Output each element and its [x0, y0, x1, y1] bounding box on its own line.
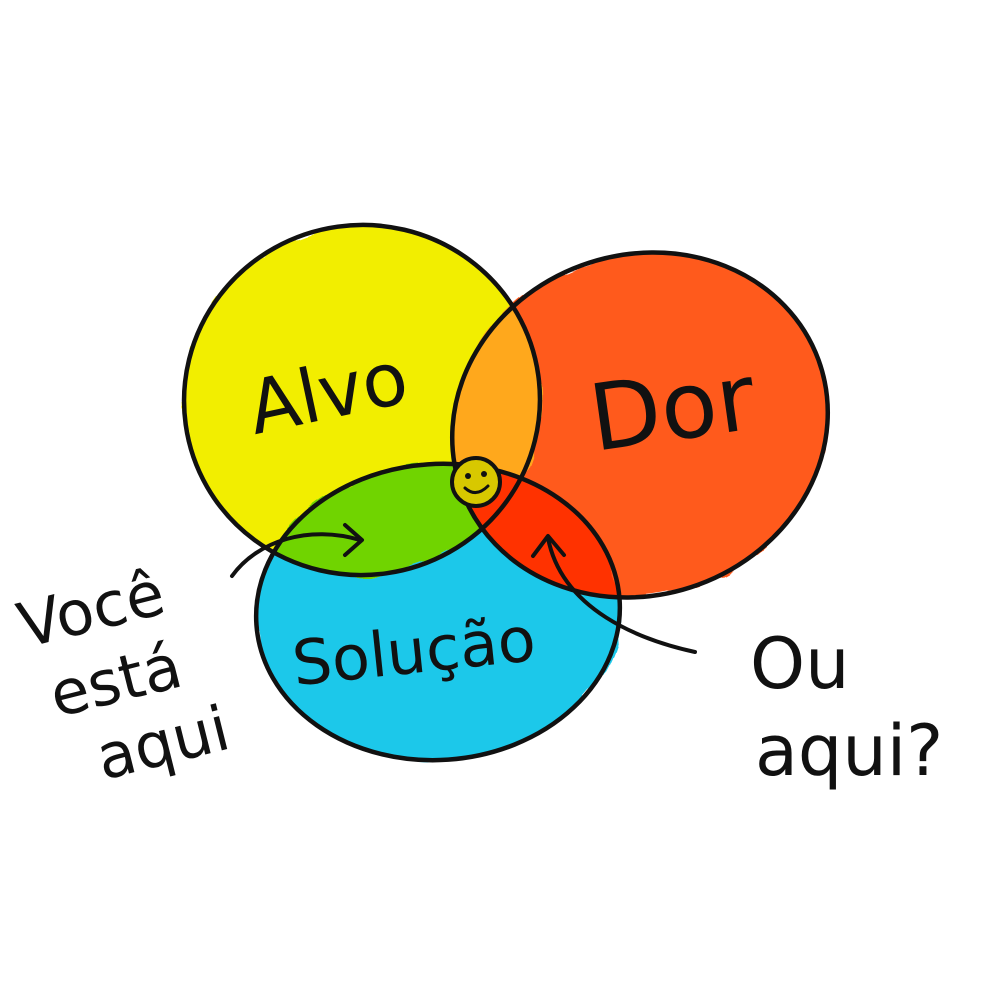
voce-esta-aqui-annotation: Você está aqui	[11, 556, 237, 795]
solucao-circle-outline	[253, 461, 623, 763]
smiley-face-icon	[450, 456, 502, 508]
annotation-word-aqui-question: aqui?	[755, 710, 943, 792]
arrow-right-icon	[531, 534, 697, 654]
ou-aqui-annotation: Ou aqui?	[750, 623, 943, 792]
annotation-word-ou: Ou	[750, 623, 849, 705]
dor-label: Dor	[583, 344, 761, 473]
alvo-circle-outline	[181, 222, 543, 578]
arrow-left-icon	[230, 523, 364, 578]
